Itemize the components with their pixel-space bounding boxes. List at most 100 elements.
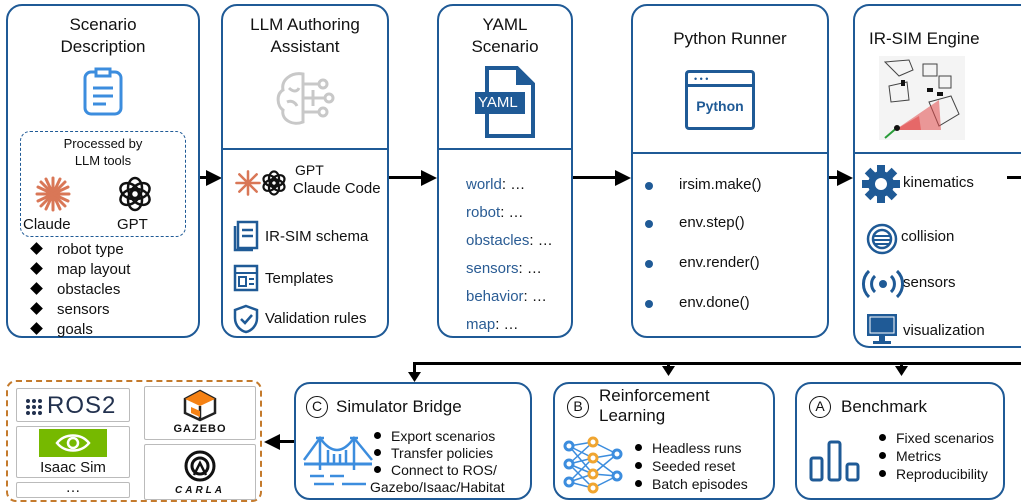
arrowhead-icon bbox=[206, 170, 222, 186]
divider bbox=[223, 148, 387, 150]
flow-arrow bbox=[573, 176, 619, 179]
rl-bullet: Batch episodes bbox=[635, 476, 748, 492]
arrowhead-down-icon bbox=[895, 366, 908, 376]
python-title: Python Runner bbox=[673, 29, 787, 48]
more-label: … bbox=[65, 479, 81, 496]
shield-check-icon bbox=[233, 304, 259, 334]
arrowhead-icon bbox=[837, 170, 853, 186]
distribution-drop bbox=[667, 362, 670, 368]
python-icon-label: Python bbox=[696, 98, 744, 114]
scenario-description-box: Scenario Description Processed by LLM to… bbox=[6, 4, 200, 338]
nvidia-logo-icon bbox=[39, 429, 107, 457]
bar-chart-icon bbox=[809, 440, 860, 482]
yaml-key-row: behavior: … bbox=[466, 288, 547, 305]
benchmark-box: A Benchmark Fixed scenarios Metrics Repr… bbox=[795, 382, 1005, 500]
isaac-logo-box: Isaac Sim bbox=[16, 426, 130, 478]
claude-label: Claude bbox=[23, 216, 71, 233]
badge-c: C bbox=[306, 396, 328, 418]
yaml-scenario-box: YAML Scenario YAML world: … robot: … obs… bbox=[437, 4, 573, 338]
badge-b: B bbox=[567, 396, 589, 418]
arrowhead-icon bbox=[421, 170, 437, 186]
carla-label: CARLA bbox=[175, 485, 225, 496]
yaml-title-line1: YAML bbox=[482, 15, 528, 34]
gpt-logo-icon bbox=[262, 170, 286, 196]
processed-line1: Processed by bbox=[63, 136, 143, 151]
simulator-bridge-box: C Simulator Bridge Export scenarios Tran… bbox=[294, 382, 532, 500]
llm-tool-line1: GPT bbox=[295, 162, 324, 178]
arrowhead-down-icon bbox=[408, 372, 421, 382]
simulators-box: ROS2 Isaac Sim … GAZEBO CARLA bbox=[6, 380, 262, 502]
bridge-last-line: Gazebo/Isaac/Habitat bbox=[370, 479, 505, 495]
ros2-label: ROS2 bbox=[47, 392, 117, 419]
brain-circuit-icon bbox=[276, 72, 335, 125]
yaml-icon-label: YAML bbox=[478, 94, 518, 111]
bullet-dot bbox=[645, 300, 653, 308]
gazebo-label: GAZEBO bbox=[173, 423, 227, 435]
python-runner-box: Python Runner • • • Python irsim.make() … bbox=[631, 4, 829, 338]
yaml-file-icon bbox=[475, 66, 535, 138]
irsim-item-collision: collision bbox=[901, 228, 955, 245]
arrowhead-left-icon bbox=[264, 434, 280, 450]
gpt-label: GPT bbox=[117, 216, 148, 233]
bench-bullet: Metrics bbox=[879, 448, 941, 464]
rl-title-line2: Learning bbox=[599, 406, 666, 425]
clipboard-icon bbox=[83, 67, 123, 116]
scenario-title-line1: Scenario bbox=[69, 15, 137, 34]
bench-title: Benchmark bbox=[841, 397, 927, 416]
llm-item-validation: Validation rules bbox=[265, 310, 367, 327]
gear-icon bbox=[862, 165, 900, 203]
bullet-dot bbox=[645, 220, 653, 228]
rl-title-line1: Reinforcement bbox=[599, 386, 710, 405]
llm-tool-line2: Claude Code bbox=[293, 180, 381, 197]
ros-dots-icon bbox=[26, 399, 42, 415]
irsim-title: IR-SIM Engine bbox=[869, 29, 980, 48]
bridge-bullet: Export scenarios bbox=[374, 428, 495, 444]
divider bbox=[439, 148, 571, 150]
simulation-map-image bbox=[879, 56, 965, 140]
llm-title-line2: Assistant bbox=[270, 37, 340, 56]
bridge-bullet: Connect to ROS/ bbox=[374, 462, 497, 478]
python-call: env.render() bbox=[679, 254, 760, 271]
irsim-item-sensors: sensors bbox=[903, 274, 956, 291]
yaml-key-row: obstacles: … bbox=[466, 232, 553, 249]
bench-bullet: Fixed scenarios bbox=[879, 430, 994, 446]
divider bbox=[633, 152, 827, 154]
bench-bullet: Reproducibility bbox=[879, 466, 988, 482]
broadcast-sensor-icon bbox=[862, 269, 904, 299]
carla-logo-icon bbox=[184, 450, 216, 482]
badge-a: A bbox=[809, 396, 831, 418]
neural-network-icon bbox=[563, 436, 623, 494]
scenario-bullet: map layout bbox=[30, 261, 130, 278]
flow-arrow bbox=[829, 176, 841, 179]
llm-title-line1: LLM Authoring bbox=[250, 15, 360, 34]
scenario-bullet: robot type bbox=[30, 241, 124, 258]
document-list-icon bbox=[233, 220, 259, 252]
carla-logo-box: CARLA bbox=[144, 444, 256, 500]
rl-bullet: Headless runs bbox=[635, 440, 742, 456]
divider bbox=[855, 152, 1021, 154]
scenario-title-line2: Description bbox=[60, 37, 146, 56]
flow-arrow bbox=[389, 176, 425, 179]
llm-authoring-box: LLM Authoring Assistant GPT Claude bbox=[221, 4, 389, 338]
bridge-title: Simulator Bridge bbox=[336, 397, 462, 416]
distribution-drop bbox=[413, 362, 416, 376]
python-call: irsim.make() bbox=[679, 176, 762, 193]
irsim-engine-box: IR-SIM Engine kinematics bbox=[853, 4, 1021, 348]
yaml-title-line2: Scenario bbox=[471, 37, 539, 56]
arrowhead-icon bbox=[615, 170, 631, 186]
bridge-icon bbox=[302, 435, 373, 486]
scenario-bullet: sensors bbox=[30, 301, 110, 318]
monitor-icon bbox=[867, 314, 897, 344]
ros2-logo-box: ROS2 bbox=[16, 388, 130, 422]
yaml-key-row: robot: … bbox=[466, 204, 524, 221]
rl-bullet: Seeded reset bbox=[635, 458, 735, 474]
python-window-icon: • • • Python bbox=[685, 70, 755, 130]
distribution-line bbox=[413, 362, 1021, 365]
yaml-key-row: sensors: … bbox=[466, 260, 542, 277]
template-icon bbox=[233, 264, 259, 292]
reinforcement-learning-box: B Reinforcement Learning Headless runs S… bbox=[553, 382, 775, 500]
flow-arrow bbox=[278, 440, 294, 443]
bullet-dot bbox=[645, 260, 653, 268]
irsim-item-kinematics: kinematics bbox=[903, 174, 974, 191]
claude-logo-icon bbox=[35, 176, 71, 212]
